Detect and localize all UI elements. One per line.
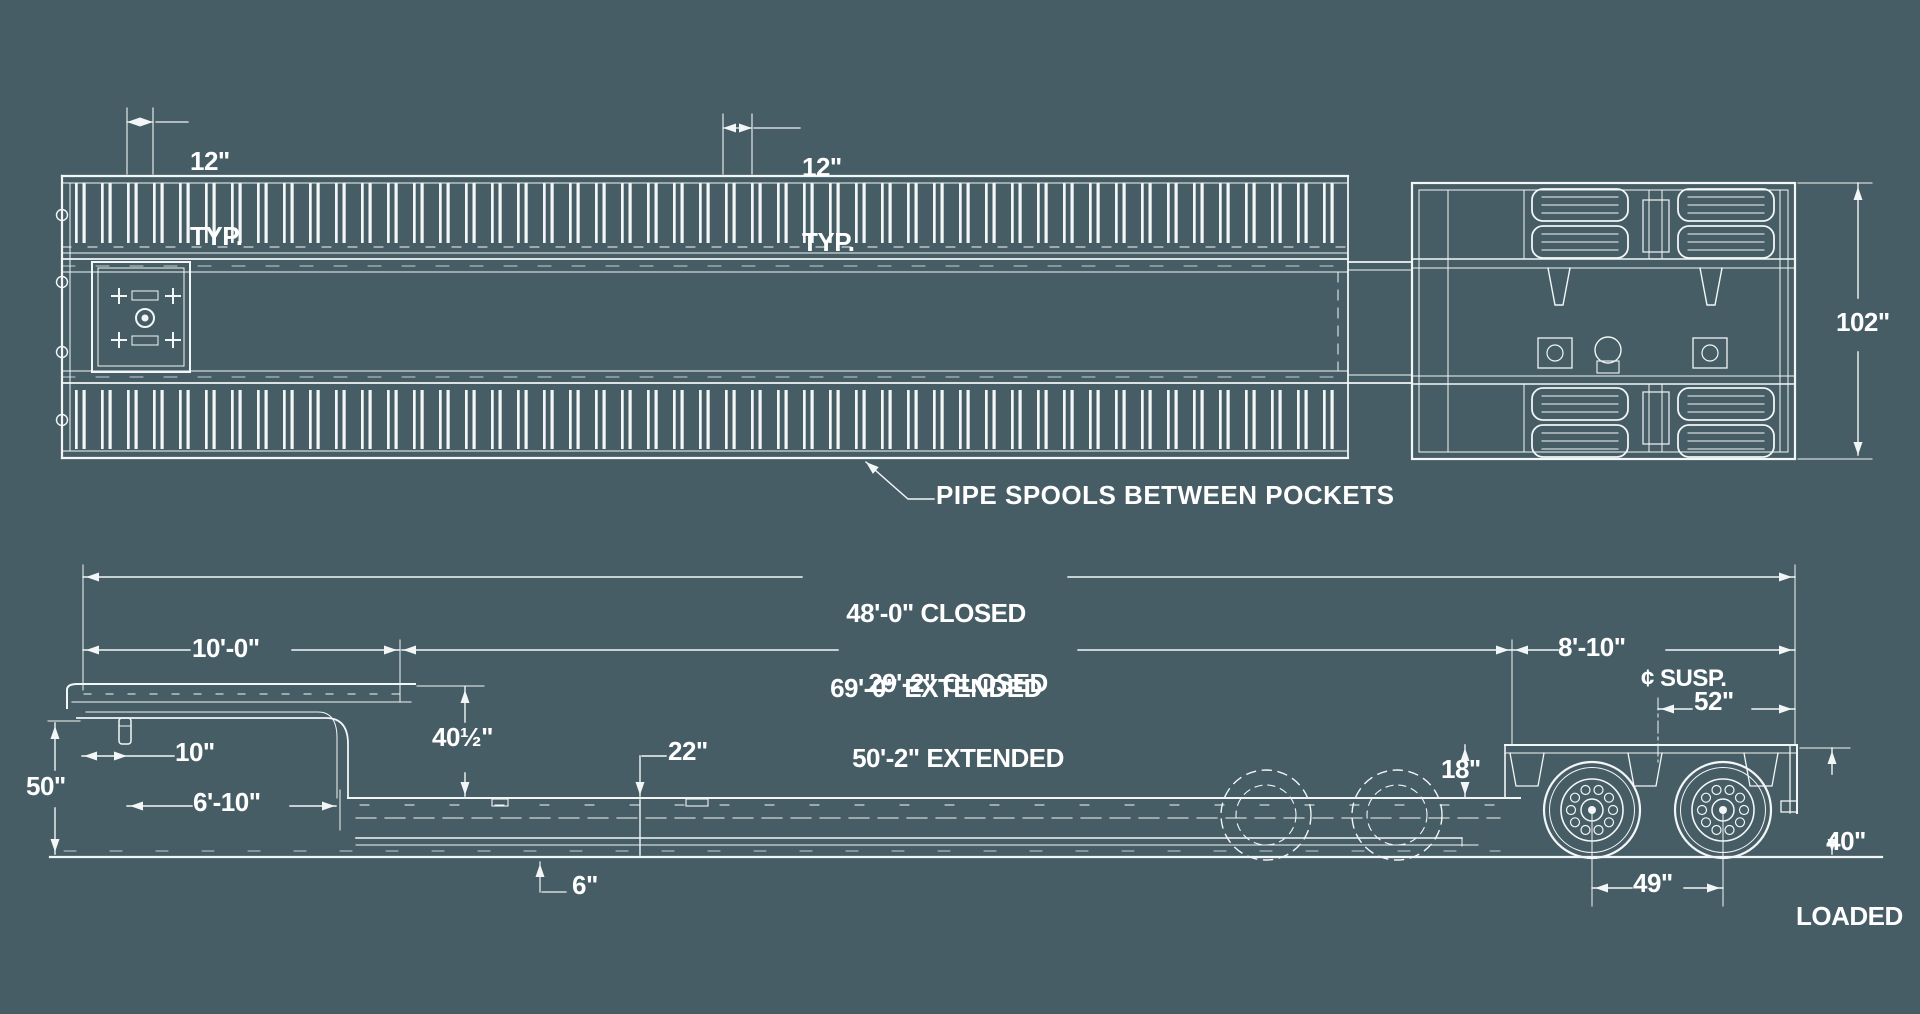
tire-top-view <box>1531 188 1629 222</box>
dimension-lines <box>47 107 1873 907</box>
dim-overall-length-closed: 48'-0" CLOSED <box>846 598 1026 628</box>
dim-main-deck-length: 29'-2" CLOSED 50'-2" EXTENDED <box>798 621 1118 821</box>
dim-12-typ-mid: 12" TYP. <box>802 105 855 305</box>
front-edge-hinge <box>55 275 69 289</box>
dim-ground-clearance: 6" <box>572 870 598 900</box>
tire-top-view <box>1677 387 1775 421</box>
dim-rear-deck-length: 8'-10" <box>1558 632 1626 662</box>
tire-top-view <box>1531 387 1629 421</box>
dim-susp-to-rear: 52" <box>1694 686 1734 716</box>
axle-top-view <box>1642 199 1670 253</box>
main-low-deck <box>347 797 1521 847</box>
dim-front-deck-height: 50" <box>26 771 66 801</box>
ground-line <box>48 850 1884 859</box>
tire-top-view <box>1677 225 1775 259</box>
dim-kingpin-to-drop: 6'-10" <box>193 787 261 817</box>
front-edge-hinge <box>55 413 69 427</box>
susp-centerline-label: ¢ SUSP. <box>1641 665 1727 692</box>
gooseneck-front-deck <box>66 683 416 799</box>
hanger <box>1509 752 1545 787</box>
dim-axle-spacing: 49" <box>1633 868 1673 898</box>
pocket-stakes-bottom-band <box>62 390 1348 449</box>
suspension-box <box>1692 337 1728 369</box>
hanger <box>1627 752 1663 787</box>
dim-rear-height-value: 40" <box>1826 826 1866 856</box>
suspension-box <box>1537 337 1573 369</box>
dim-overall-length: 48'-0" CLOSED 69'-0" EXTENDED <box>776 551 1096 751</box>
valve-dome <box>1594 336 1622 364</box>
dim-front-deck-length: 10'-0" <box>192 633 260 663</box>
dim-main-deck-extended: 50'-2" EXTENDED <box>852 743 1064 773</box>
phantom-wheels-closed-position <box>1220 769 1443 861</box>
dim-rear-height-loaded: LOADED <box>1796 901 1903 931</box>
phantom-wheel <box>1220 769 1312 861</box>
dim-12-typ-left-value: 12" <box>190 146 230 176</box>
tire-top-view <box>1677 188 1775 222</box>
dim-rear-height: 40" LOADED <box>1796 779 1903 979</box>
tire-top-view <box>1531 225 1629 259</box>
rear-bogie-top-view <box>1410 181 1797 461</box>
phantom-wheel <box>1351 769 1443 861</box>
dim-12-typ-mid-value: 12" <box>802 152 842 182</box>
front-edge-hinge <box>55 345 69 359</box>
dim-overall-length-extended: 69'-0" EXTENDED <box>830 673 1042 703</box>
dim-12-typ-left: 12" TYP. <box>190 99 243 299</box>
dim-deck-drop: 40½" <box>432 722 493 752</box>
rear-hook <box>1780 800 1798 813</box>
side-view-drawing <box>48 683 1884 861</box>
kingpin <box>135 308 155 328</box>
rear-bogie-side-view <box>1504 744 1798 860</box>
kingpin-plate <box>91 261 191 373</box>
deck-detail <box>685 798 709 807</box>
dim-overall-width: 102" <box>1836 307 1890 337</box>
top-view-drawing <box>55 174 1797 461</box>
dim-12-typ-left-suffix: TYP. <box>190 221 243 251</box>
spring-hanger <box>1547 267 1571 306</box>
spring-hanger <box>1699 267 1723 306</box>
kingpin-side-view <box>118 717 132 745</box>
axle-top-view <box>1642 391 1670 445</box>
extendable-tongue <box>1337 261 1413 384</box>
top-view-main-deck <box>55 174 1350 460</box>
pocket-stakes-top-band <box>62 183 1348 243</box>
dim-12-typ-mid-suffix: TYP. <box>802 227 855 257</box>
dim-main-deck-closed: 29'-2" CLOSED <box>868 668 1048 698</box>
dim-rear-step: 18" <box>1441 754 1481 784</box>
dim-kingpin-setback: 10" <box>175 737 215 767</box>
front-edge-hinge <box>55 208 69 222</box>
deck-detail <box>491 798 509 807</box>
dim-deck-height: 22" <box>668 736 708 766</box>
pipe-spools-note: PIPE SPOOLS BETWEEN POCKETS <box>936 480 1395 510</box>
